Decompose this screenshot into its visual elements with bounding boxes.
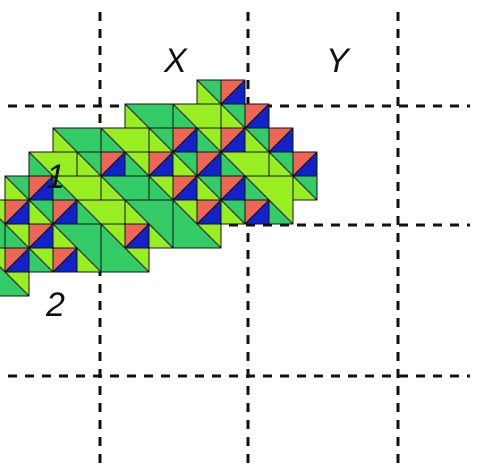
tile-29 <box>101 224 149 272</box>
tile-28 <box>53 224 101 272</box>
tile-30 <box>0 248 29 296</box>
tile-26 <box>173 200 221 248</box>
row-label-1: 1 <box>46 160 65 194</box>
row-label-2: 2 <box>46 288 65 322</box>
column-label-y: Y <box>326 44 349 78</box>
column-label-x: X <box>164 44 187 78</box>
tile-21 <box>245 176 293 224</box>
